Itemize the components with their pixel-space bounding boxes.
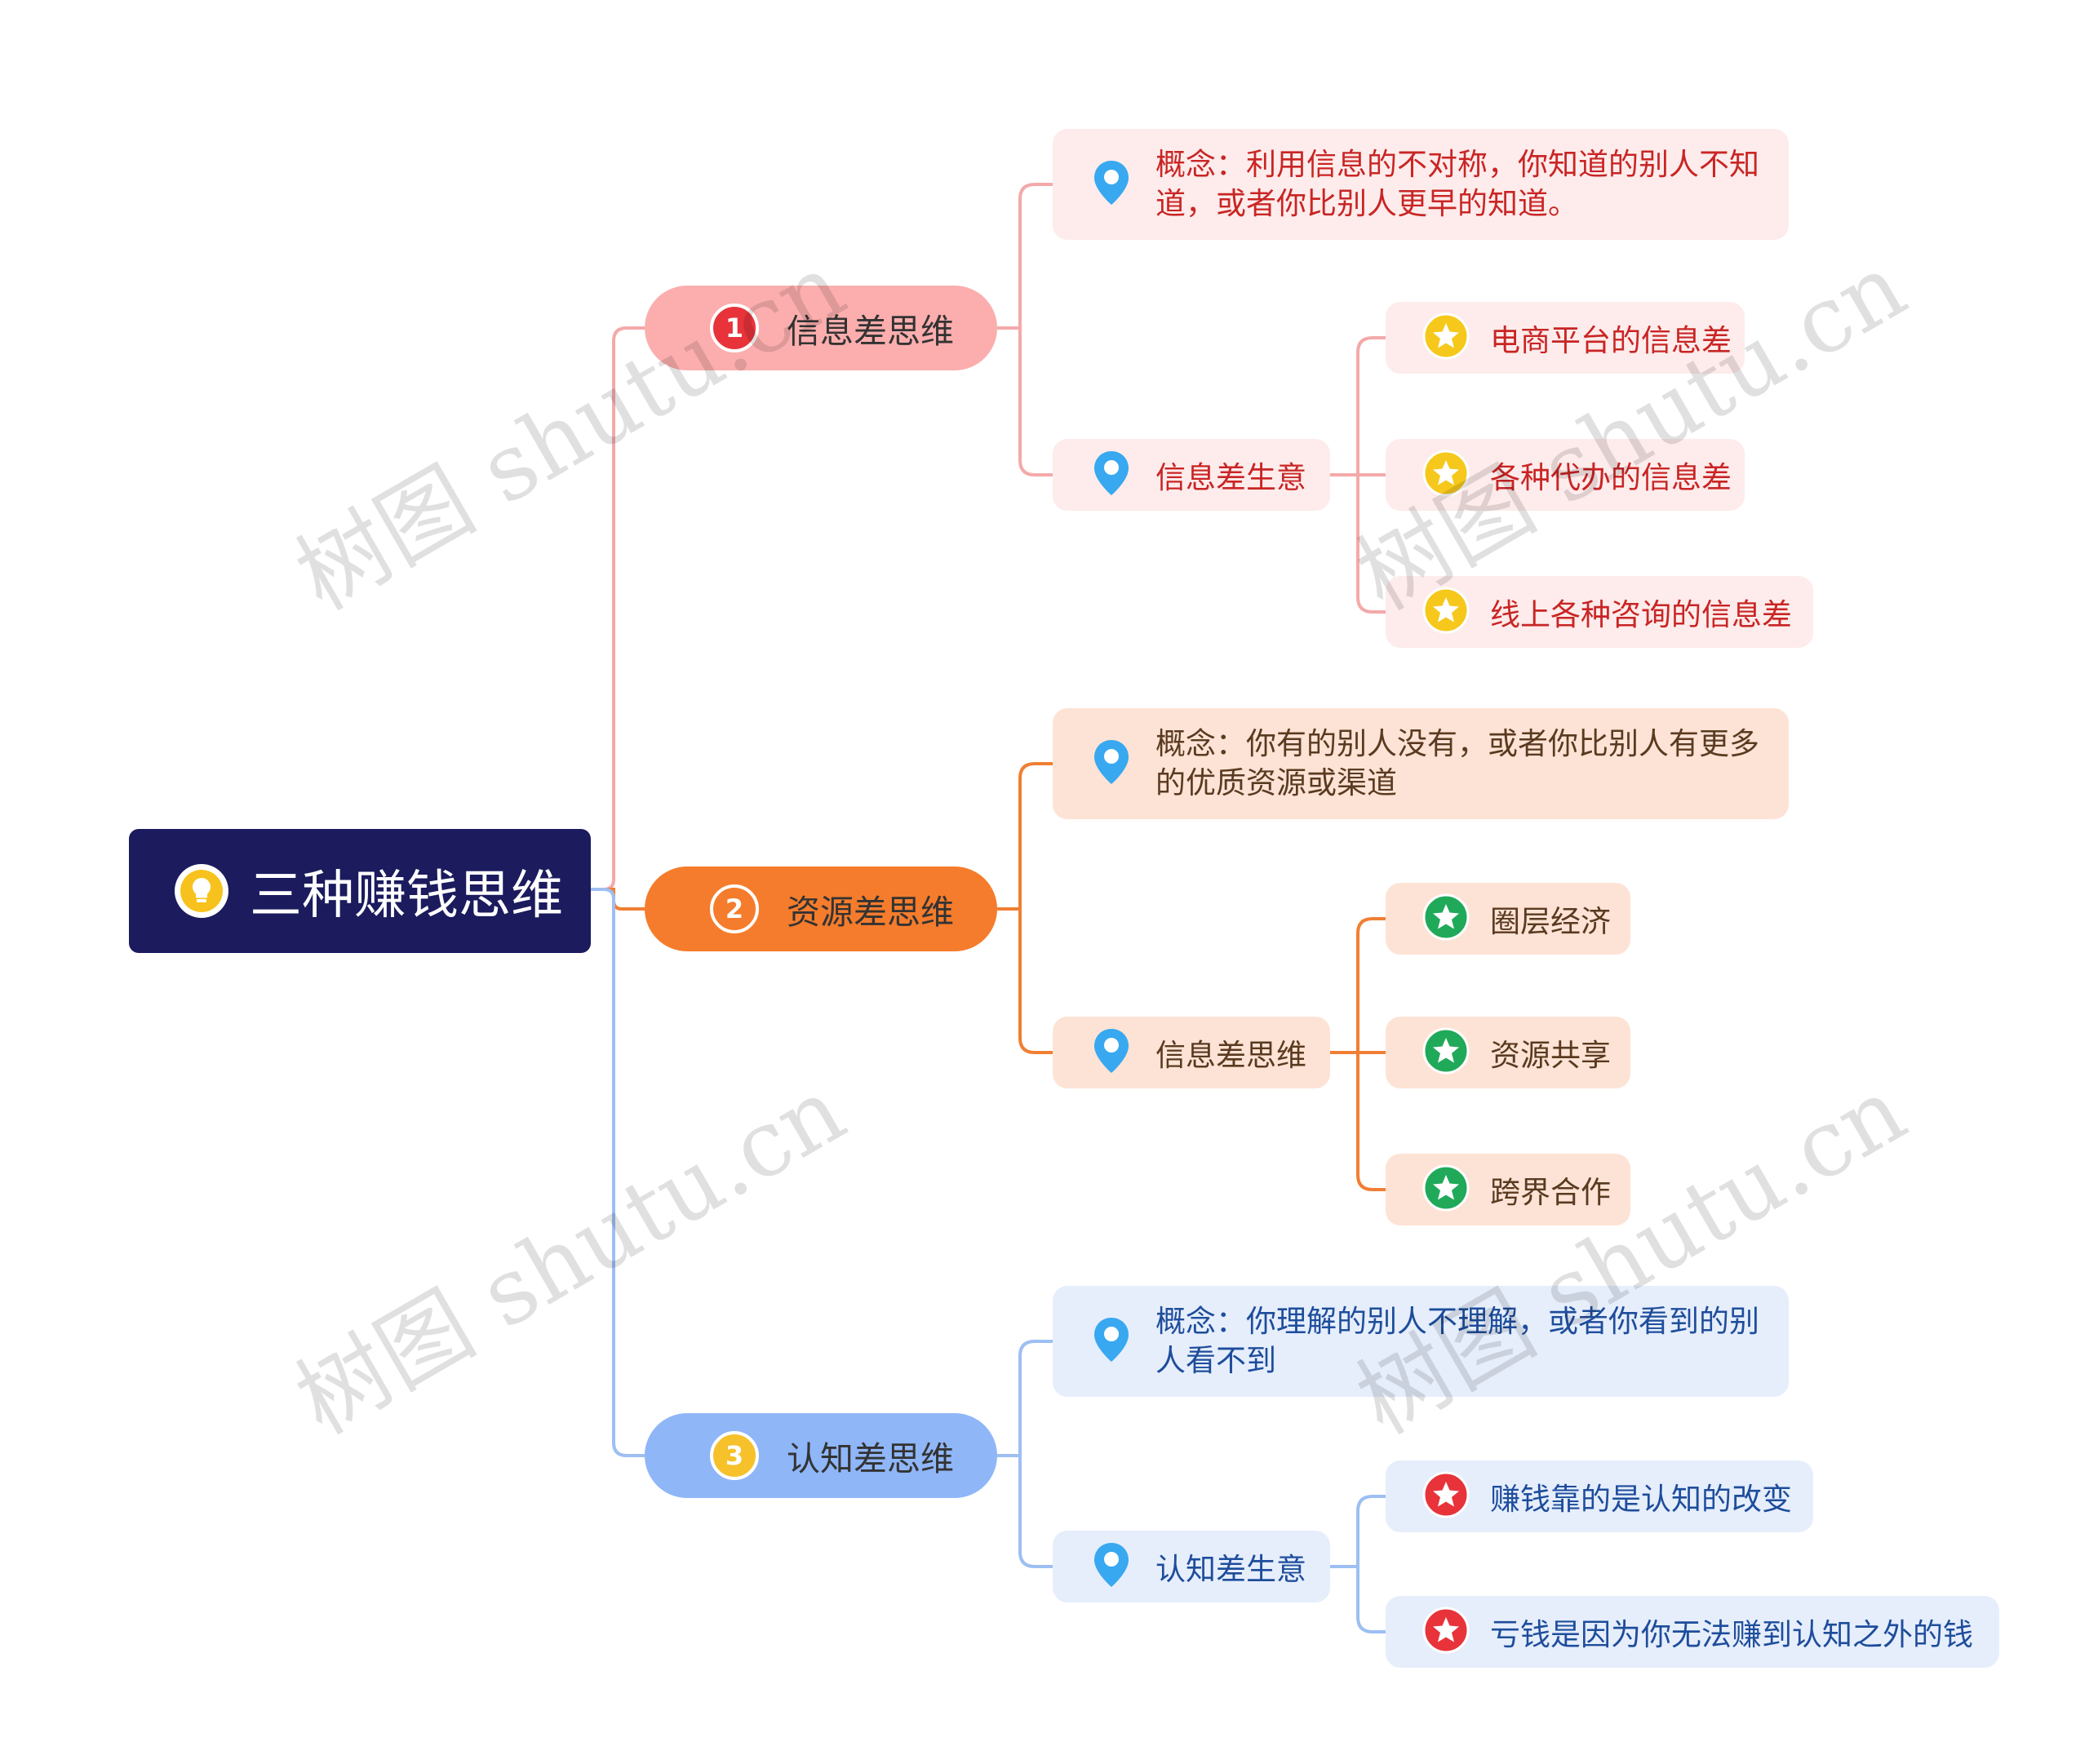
item-node[interactable]: 资源共享: [1386, 1017, 1630, 1088]
item-label: 各种代办的信息差: [1490, 460, 1732, 495]
number-1-badge: 1: [710, 304, 759, 352]
item-label: 资源共享: [1490, 1038, 1611, 1073]
item-node[interactable]: 圈层经济: [1386, 883, 1630, 955]
star-yellow-icon: [1421, 449, 1470, 501]
number-2-badge: 2: [710, 884, 759, 933]
item-node[interactable]: 电商平台的信息差: [1386, 302, 1745, 374]
item-node[interactable]: 赚钱靠的是认知的改变: [1386, 1460, 1813, 1532]
pin-icon: [1092, 159, 1131, 210]
star-green-icon: [1421, 893, 1470, 945]
item-label: 圈层经济: [1490, 904, 1611, 939]
concept-node-2[interactable]: 概念：你有的别人没有，或者你比别人有更多 的优质资源或渠道: [1053, 708, 1789, 819]
concept-node-1[interactable]: 概念：利用信息的不对称，你知道的别人不知 道，或者你比别人更早的知道。: [1053, 129, 1789, 240]
concept-line-1: 概念：利用信息的不对称，你知道的别人不知: [1155, 147, 1759, 182]
item-label: 亏钱是因为你无法赚到认知之外的钱: [1490, 1617, 1973, 1652]
sub-label: 信息差生意: [1155, 460, 1306, 495]
branch-label: 信息差思维: [787, 312, 954, 351]
concept-node-3[interactable]: 概念：你理解的别人不理解，或者你看到的别 人看不到: [1053, 1286, 1789, 1397]
lightbulb-icon: [175, 864, 228, 918]
concept-line-1: 概念：你理解的别人不理解，或者你看到的别: [1155, 1304, 1759, 1339]
star-red-icon: [1421, 1606, 1470, 1658]
concept-line-2: 道，或者你比别人更早的知道。: [1155, 186, 1578, 221]
item-label: 电商平台的信息差: [1490, 323, 1732, 358]
star-green-icon: [1421, 1026, 1470, 1079]
concept-line-2: 的优质资源或渠道: [1155, 765, 1397, 800]
sub-node-2[interactable]: 信息差思维: [1053, 1017, 1330, 1088]
item-node[interactable]: 线上各种咨询的信息差: [1386, 576, 1813, 648]
branch-resource-gap[interactable]: 2 资源差思维: [645, 866, 997, 951]
sub-node-3[interactable]: 认知差生意: [1053, 1531, 1330, 1602]
pin-icon: [1092, 1541, 1131, 1592]
star-yellow-icon: [1421, 312, 1470, 364]
item-label: 跨界合作: [1490, 1175, 1611, 1210]
pin-icon: [1092, 738, 1131, 789]
star-yellow-icon: [1421, 586, 1470, 638]
root-label: 三种赚钱思维: [250, 866, 563, 926]
pin-icon: [1092, 450, 1131, 500]
pin-icon: [1092, 1027, 1131, 1078]
sub-label: 认知差生意: [1155, 1552, 1306, 1587]
star-red-icon: [1421, 1470, 1470, 1522]
number-3-badge: 3: [710, 1431, 759, 1480]
branch-label: 资源差思维: [787, 893, 954, 932]
concept-line-1: 概念：你有的别人没有，或者你比别人有更多: [1155, 726, 1759, 761]
branch-info-gap[interactable]: 1 信息差思维: [645, 286, 997, 370]
concept-line-2: 人看不到: [1155, 1343, 1276, 1378]
star-green-icon: [1421, 1163, 1470, 1216]
item-node[interactable]: 亏钱是因为你无法赚到认知之外的钱: [1386, 1596, 1999, 1668]
item-label: 赚钱靠的是认知的改变: [1490, 1482, 1792, 1517]
root-node[interactable]: 三种赚钱思维: [129, 829, 591, 953]
sub-label: 信息差思维: [1155, 1038, 1306, 1073]
branch-cognition-gap[interactable]: 3 认知差思维: [645, 1413, 997, 1498]
item-node[interactable]: 跨界合作: [1386, 1154, 1630, 1225]
branch-label: 认知差思维: [787, 1439, 954, 1478]
pin-icon: [1092, 1316, 1131, 1367]
item-label: 线上各种咨询的信息差: [1490, 597, 1792, 632]
item-node[interactable]: 各种代办的信息差: [1386, 439, 1745, 511]
sub-node-1[interactable]: 信息差生意: [1053, 439, 1330, 511]
